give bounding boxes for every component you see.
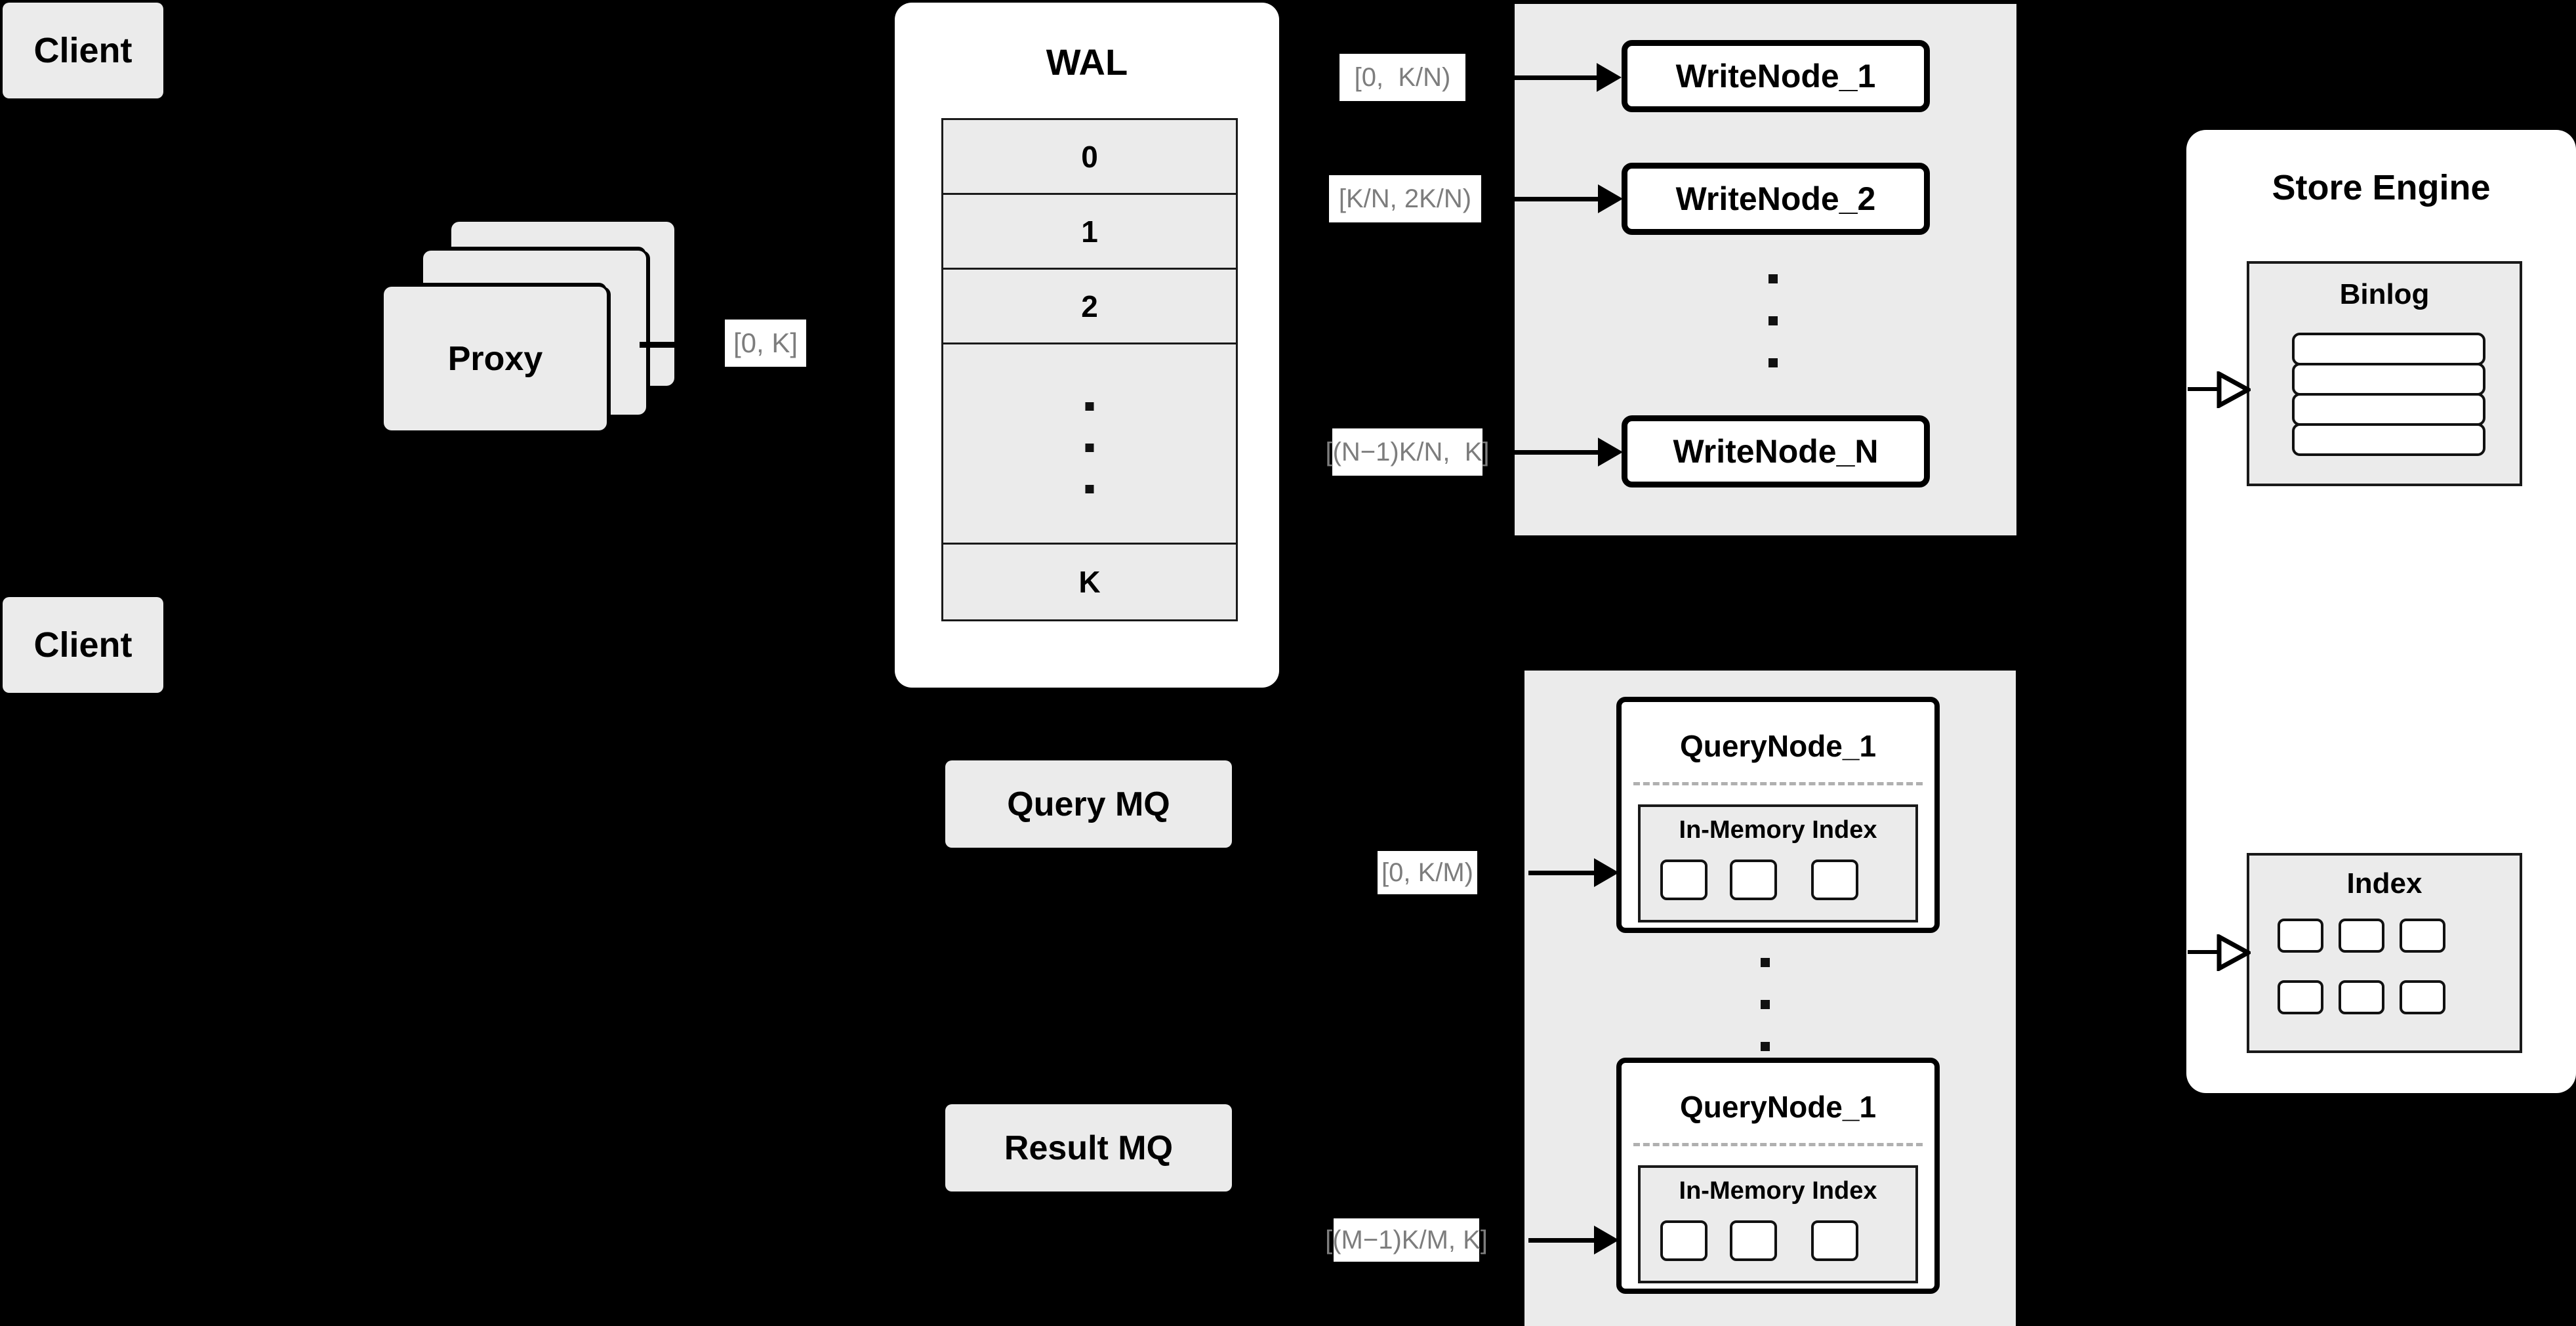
query-node-2-index-slot-2: [1730, 1220, 1777, 1261]
write-node-n-range-label: [(N−1)K/N, K]: [1325, 428, 1490, 476]
query-node-2-in-memory-index-title: In-Memory Index: [1679, 1177, 1877, 1205]
result-mq-label: Result MQ: [1004, 1129, 1174, 1167]
binlog-row-4: [2292, 423, 2485, 456]
wal-row-0: 0: [943, 120, 1236, 196]
query-node-1-separator: [1633, 782, 1923, 785]
index-cell-r2c3: [2400, 980, 2445, 1014]
query-node-2-arrowhead: [1594, 1226, 1619, 1254]
binlog-inbound-connector: [2188, 387, 2219, 391]
wal-table: 0 1 2 K: [941, 118, 1238, 621]
query-node-ellipsis-icon: [1761, 958, 1770, 1051]
query-node-1-range-label: [0, K/M): [1378, 851, 1477, 894]
query-node-2-connector: [1528, 1238, 1601, 1243]
query-node-1-arrowhead: [1594, 858, 1619, 887]
store-engine-title: Store Engine: [2272, 168, 2491, 207]
wal-title: WAL: [1046, 41, 1128, 83]
index-box: Index: [2247, 853, 2522, 1053]
query-node-2-index-slot-1: [1660, 1220, 1707, 1261]
write-node-2[interactable]: WriteNode_2: [1622, 163, 1930, 235]
binlog-inbound-arrowhead: [2217, 371, 2251, 408]
proxy-label: Proxy: [447, 339, 543, 378]
query-node-2-in-memory-index: In-Memory Index: [1638, 1165, 1918, 1283]
wal-row-1: 1: [943, 195, 1236, 270]
binlog-row-2: [2292, 363, 2485, 396]
query-node-2[interactable]: QueryNode_1 In-Memory Index: [1616, 1058, 1940, 1294]
write-node-n-arrowhead: [1598, 438, 1623, 466]
query-node-1-in-memory-index-title: In-Memory Index: [1679, 816, 1877, 844]
wal-ellipsis-icon: [1085, 402, 1094, 494]
proxy-box[interactable]: Proxy: [384, 287, 607, 430]
query-node-1-label: QueryNode_1: [1679, 729, 1877, 763]
client-label-1: Client: [33, 31, 133, 70]
binlog-title: Binlog: [2339, 278, 2430, 310]
query-mq-label: Query MQ: [1007, 785, 1170, 823]
index-cell-r2c1: [2278, 980, 2323, 1014]
write-node-ellipsis-icon: [1768, 274, 1778, 367]
binlog-row-3: [2292, 393, 2485, 426]
client-box-1[interactable]: Client: [3, 3, 163, 98]
index-cell-r2c2: [2339, 980, 2384, 1014]
result-mq-box[interactable]: Result MQ: [945, 1104, 1232, 1191]
query-node-1-connector: [1528, 871, 1601, 875]
wal-row-k: K: [1078, 564, 1101, 599]
binlog-box: Binlog: [2247, 261, 2522, 486]
index-title: Index: [2346, 867, 2423, 900]
write-node-1-range-label: [0, K/N): [1339, 54, 1465, 101]
write-node-2-range-label: [K/N, 2K/N): [1329, 175, 1481, 222]
index-inbound-arrowhead: [2217, 934, 2251, 971]
client-label-2: Client: [33, 625, 133, 665]
index-cell-r1c3: [2400, 919, 2445, 953]
query-node-2-index-slot-3: [1811, 1220, 1858, 1261]
query-node-2-label: QueryNode_1: [1679, 1090, 1877, 1124]
index-cell-r1c1: [2278, 919, 2323, 953]
write-node-n[interactable]: WriteNode_N: [1622, 415, 1930, 487]
write-node-1-arrowhead: [1597, 63, 1622, 92]
query-node-1-index-slot-3: [1811, 860, 1858, 900]
proxy-range-label: [0, K]: [725, 320, 806, 367]
query-node-1[interactable]: QueryNode_1 In-Memory Index: [1616, 697, 1940, 933]
wal-row-ellipsis: [943, 344, 1236, 545]
write-node-n-connector: [1501, 450, 1603, 455]
wal-row-2: 2: [943, 270, 1236, 345]
query-node-1-index-slot-1: [1660, 860, 1707, 900]
write-node-1[interactable]: WriteNode_1: [1622, 40, 1930, 112]
query-node-2-separator: [1633, 1143, 1923, 1146]
index-inbound-connector: [2188, 950, 2219, 954]
write-node-1-connector: [1484, 75, 1602, 80]
query-node-1-index-slot-2: [1730, 860, 1777, 900]
binlog-row-1: [2292, 333, 2485, 365]
query-node-1-in-memory-index: In-Memory Index: [1638, 804, 1918, 922]
proxy-connector-stub: [640, 342, 678, 348]
query-node-2-range-label: [(M−1)K/M, K]: [1325, 1218, 1488, 1262]
query-mq-box[interactable]: Query MQ: [945, 760, 1232, 848]
client-box-2[interactable]: Client: [3, 597, 163, 693]
index-cell-r1c2: [2339, 919, 2384, 953]
write-node-2-arrowhead: [1598, 184, 1623, 213]
write-node-2-connector: [1501, 197, 1603, 201]
